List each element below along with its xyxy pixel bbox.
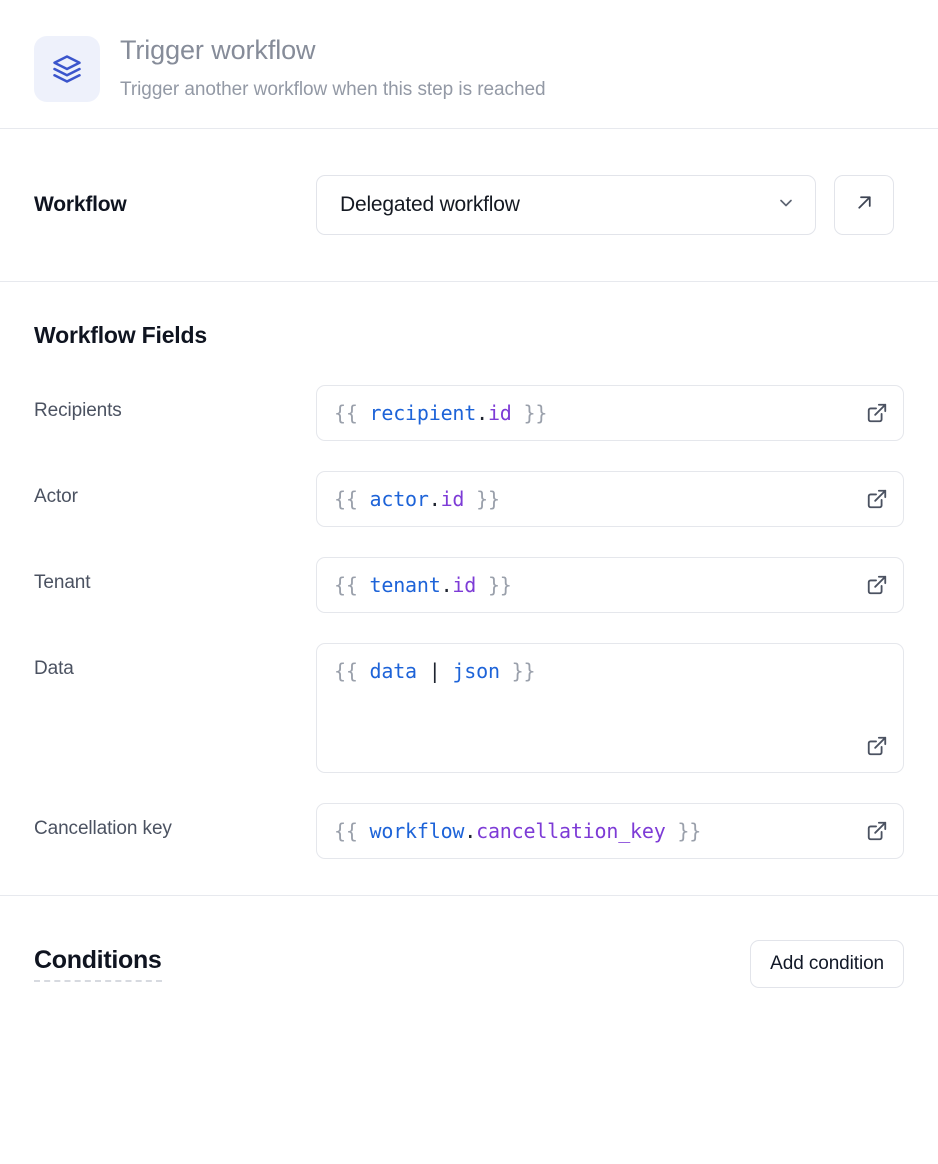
workflow-field-row: Actor {{ actor.id }}: [34, 471, 904, 527]
external-link-icon[interactable]: [865, 573, 889, 597]
workflow-select-value: Delegated workflow: [340, 193, 520, 216]
page-subtitle: Trigger another workflow when this step …: [120, 79, 546, 100]
workflow-field-row: Recipients {{ recipient.id }}: [34, 385, 904, 441]
arrow-up-right-icon: [854, 192, 875, 218]
workflow-field-row: Cancellation key {{ workflow.cancellation…: [34, 803, 904, 859]
conditions-section: Conditions Add condition: [0, 896, 938, 1018]
workflow-field-input[interactable]: {{ recipient.id }}: [316, 385, 904, 441]
external-link-icon[interactable]: [865, 819, 889, 843]
workflow-fields-heading: Workflow Fields: [34, 322, 207, 348]
page-title: Trigger workflow: [120, 35, 316, 65]
step-header: Trigger workflow Trigger another workflo…: [0, 0, 938, 129]
external-link-icon[interactable]: [865, 487, 889, 511]
external-link-icon[interactable]: [865, 401, 889, 425]
open-workflow-button[interactable]: [834, 175, 894, 235]
chevron-down-icon: [776, 193, 796, 218]
external-link-icon[interactable]: [865, 734, 889, 758]
workflow-field-input[interactable]: {{ actor.id }}: [316, 471, 904, 527]
conditions-title: Conditions: [34, 946, 162, 982]
workflow-field-label: Actor: [34, 486, 78, 507]
workflow-field-value: {{ actor.id }}: [334, 487, 500, 511]
workflow-row: Workflow Delegated workflow: [34, 175, 904, 235]
workflow-field-value: {{ recipient.id }}: [334, 401, 548, 425]
workflow-field-row: Tenant {{ tenant.id }}: [34, 557, 904, 613]
workflow-field-value: {{ tenant.id }}: [334, 573, 512, 597]
workflow-label: Workflow: [34, 193, 127, 216]
layers-icon: [34, 36, 100, 102]
workflow-field-label: Recipients: [34, 400, 122, 421]
add-condition-button[interactable]: Add condition: [750, 940, 904, 988]
workflow-field-value: {{ workflow.cancellation_key }}: [334, 819, 702, 843]
workflow-field-label: Tenant: [34, 572, 91, 593]
workflow-field-input[interactable]: {{ tenant.id }}: [316, 557, 904, 613]
workflow-field-value: {{ data | json }}: [334, 659, 536, 683]
workflow-field-input[interactable]: {{ data | json }}: [316, 643, 904, 773]
workflow-field-input[interactable]: {{ workflow.cancellation_key }}: [316, 803, 904, 859]
workflow-section: Workflow Delegated workflow: [0, 129, 938, 282]
workflow-field-label: Cancellation key: [34, 818, 172, 839]
workflow-fields-list: Recipients {{ recipient.id }} Actor {{ acto…: [34, 385, 904, 859]
workflow-field-label: Data: [34, 658, 74, 679]
workflow-select[interactable]: Delegated workflow: [316, 175, 816, 235]
workflow-field-row: Data {{ data | json }}: [34, 643, 904, 773]
workflow-fields-section: Workflow Fields Recipients {{ recipient.i…: [0, 282, 938, 896]
